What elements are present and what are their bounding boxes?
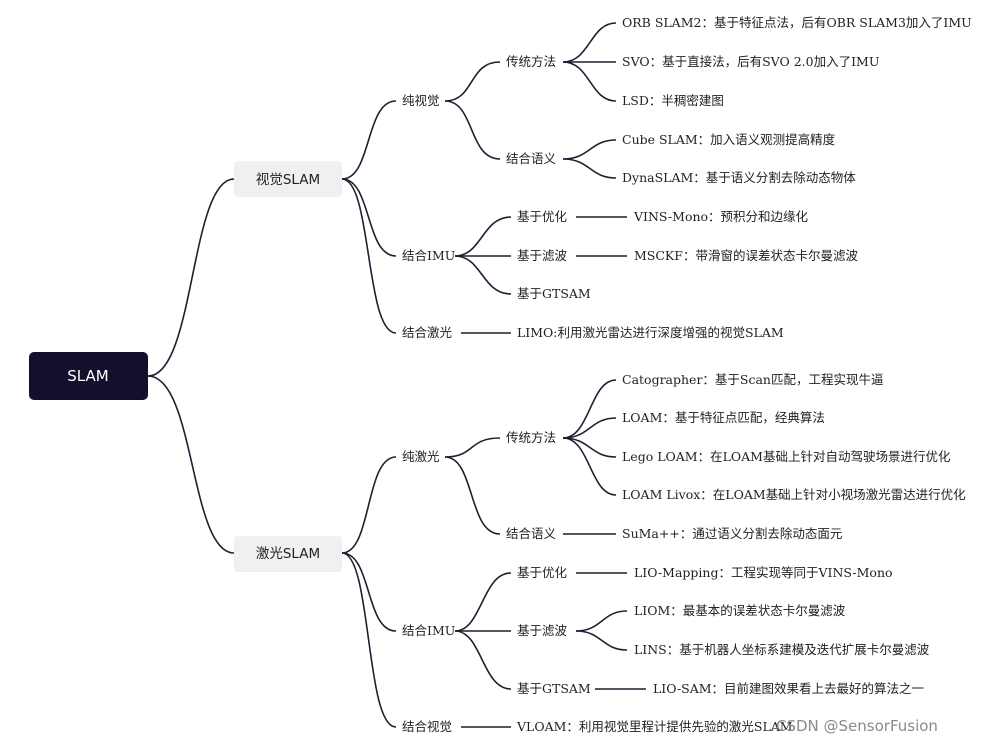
node-lidar-vision[interactable]: 结合视觉 — [402, 719, 452, 734]
leaf-vloam[interactable]: VLOAM：利用视觉里程计提供先验的激光SLAM — [516, 719, 793, 734]
node-lidar-imu[interactable]: 结合IMU — [402, 623, 455, 638]
node-pure-lidar[interactable]: 纯激光 — [402, 449, 440, 464]
leaf-catographer[interactable]: Catographer：基于Scan匹配，工程实现牛逼 — [622, 372, 884, 387]
visual-slam-label: 视觉SLAM — [256, 172, 320, 188]
node-visual-imu-gtsam[interactable]: 基于GTSAM — [517, 286, 591, 301]
leaf-orb-slam2[interactable]: ORB SLAM2：基于特征点法，后有OBR SLAM3加入了IMU — [622, 15, 972, 30]
leaf-cube-slam[interactable]: Cube SLAM：加入语义观测提高精度 — [622, 132, 836, 147]
leaf-vins-mono[interactable]: VINS-Mono：预积分和边缘化 — [633, 209, 809, 224]
root-label: SLAM — [67, 367, 108, 385]
node-visual-laser[interactable]: 结合激光 — [402, 325, 452, 340]
leaf-lego-loam[interactable]: Lego LOAM：在LOAM基础上针对自动驾驶场景进行优化 — [622, 449, 951, 464]
node-lidar-imu-opt[interactable]: 基于优化 — [517, 565, 568, 580]
node-visual-imu[interactable]: 结合IMU — [402, 248, 455, 263]
leaf-loam[interactable]: LOAM：基于特征点匹配，经典算法 — [622, 410, 825, 425]
node-lidar-imu-gtsam[interactable]: 基于GTSAM — [517, 681, 591, 696]
node-visual-semantic[interactable]: 结合语义 — [506, 151, 557, 166]
leaf-loam-livox[interactable]: LOAM Livox：在LOAM基础上针对小视场激光雷达进行优化 — [622, 487, 966, 502]
visual-slam-node[interactable]: 视觉SLAM — [234, 161, 342, 197]
root-node[interactable]: SLAM — [29, 352, 148, 400]
leaf-lsd[interactable]: LSD：半稠密建图 — [622, 93, 724, 108]
leaf-svo[interactable]: SVO：基于直接法，后有SVO 2.0加入了IMU — [622, 54, 879, 69]
leaf-lio-sam[interactable]: LIO-SAM：目前建图效果看上去最好的算法之一 — [653, 681, 924, 696]
leaf-suma[interactable]: SuMa++：通过语义分割去除动态面元 — [622, 526, 842, 541]
connector-lines — [147, 22, 646, 728]
node-lidar-imu-filter[interactable]: 基于滤波 — [517, 623, 568, 638]
leaf-limo[interactable]: LIMO:利用激光雷达进行深度增强的视觉SLAM — [517, 325, 784, 340]
watermark: CSDN @SensorFusion — [776, 717, 938, 735]
leaf-liom[interactable]: LIOM：最基本的误差状态卡尔曼滤波 — [634, 603, 846, 618]
lidar-slam-label: 激光SLAM — [256, 546, 320, 562]
node-lidar-semantic[interactable]: 结合语义 — [506, 526, 557, 541]
node-pure-visual[interactable]: 纯视觉 — [402, 93, 440, 108]
leaf-dynaslam[interactable]: DynaSLAM：基于语义分割去除动态物体 — [622, 170, 856, 185]
lidar-slam-node[interactable]: 激光SLAM — [234, 536, 342, 572]
node-visual-imu-opt[interactable]: 基于优化 — [517, 209, 568, 224]
node-visual-traditional[interactable]: 传统方法 — [506, 54, 556, 69]
leaf-lins[interactable]: LINS：基于机器人坐标系建模及迭代扩展卡尔曼滤波 — [634, 642, 930, 657]
node-visual-imu-filter[interactable]: 基于滤波 — [517, 248, 568, 263]
node-lidar-traditional[interactable]: 传统方法 — [506, 430, 556, 445]
leaf-lio-mapping[interactable]: LIO-Mapping：工程实现等同于VINS-Mono — [634, 565, 893, 580]
leaf-msckf[interactable]: MSCKF：带滑窗的误差状态卡尔曼滤波 — [634, 248, 858, 263]
